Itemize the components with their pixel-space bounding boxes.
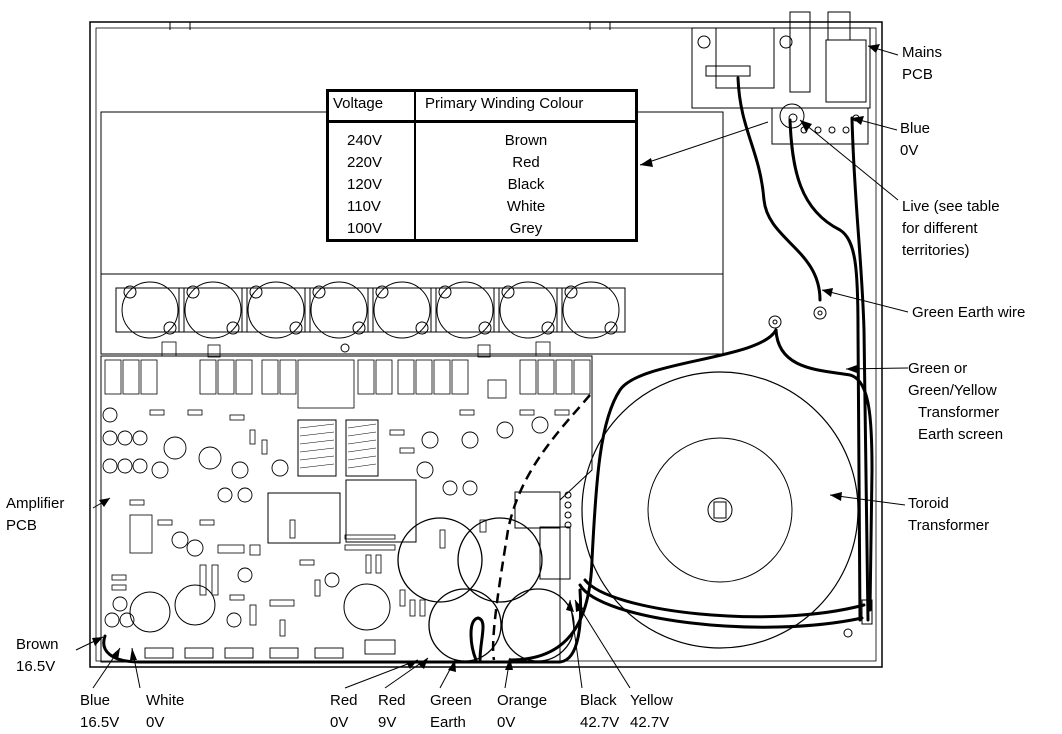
label-yellow-42v7: Yellow 42.7V <box>630 690 673 734</box>
label-toroid: Toroid Transformer <box>908 493 989 537</box>
brown-wire <box>788 118 862 622</box>
winding-colour-table: Voltage Primary Winding Colour 240V 220V… <box>326 89 638 242</box>
label-line: for different <box>902 220 978 237</box>
label-line: Transformer <box>918 404 1000 421</box>
label-line: Green/Yellow <box>908 382 997 399</box>
label-line: PCB <box>902 66 933 83</box>
label-line: Transformer <box>908 517 990 534</box>
label-line: 0V <box>497 714 516 731</box>
table-cell-voltage: 110V <box>347 198 381 215</box>
table-cell-voltage: 120V <box>347 176 383 193</box>
label-line: Green Earth wire <box>912 304 1026 321</box>
label-green-earth: Green Earth <box>430 690 472 734</box>
toroid-transformer <box>581 371 859 649</box>
amplifier-pcb <box>100 341 593 663</box>
label-amplifier-pcb: Amplifier PCB <box>6 493 64 537</box>
table-divider <box>414 92 416 239</box>
label-earth-screen: Green or Green/Yellow Transformer Earth … <box>908 358 1003 446</box>
label-line: territories) <box>902 242 970 259</box>
dashed-earth-wire <box>491 394 591 661</box>
label-orange-0v: Orange 0V <box>497 690 547 734</box>
power-transistors <box>115 281 626 339</box>
label-line: White <box>146 692 185 709</box>
label-line: Earth screen <box>918 426 1004 443</box>
label-line: 42.7V <box>630 714 670 731</box>
table-header-colour: Primary Winding Colour <box>425 95 584 112</box>
table-header-voltage: Voltage <box>333 95 384 112</box>
label-green-earth-wire: Green Earth wire <box>912 302 1025 324</box>
label-line: PCB <box>6 517 37 534</box>
label-line: 16.5V <box>80 714 120 731</box>
table-cell-voltage: 220V <box>347 154 383 171</box>
table-cell-colour: Brown <box>504 132 548 149</box>
label-line: Brown <box>16 636 59 653</box>
label-line: Toroid <box>908 495 949 512</box>
label-line: 0V <box>330 714 349 731</box>
live-wire <box>736 76 822 302</box>
table-cell-colour: White <box>506 198 546 215</box>
label-line: Red <box>378 692 406 709</box>
label-brown-16v5: Brown 16.5V <box>16 634 59 678</box>
label-line: Live (see table <box>902 198 1000 215</box>
label-blue-0v: Blue 0V <box>900 118 930 162</box>
label-line: Black <box>580 692 617 709</box>
reservoir-capacitors <box>397 517 575 662</box>
label-line: Mains <box>902 44 943 61</box>
label-line: Green <box>430 692 472 709</box>
label-line: Amplifier <box>6 495 65 512</box>
label-line: 9V <box>378 714 397 731</box>
table-header-row <box>329 92 635 123</box>
secondary-wires <box>508 328 778 662</box>
label-line: Yellow <box>630 692 673 709</box>
blue-wire <box>850 116 870 622</box>
label-line: Orange <box>497 692 548 709</box>
label-red-0v: Red 0V <box>330 690 358 734</box>
table-cell-colour: Grey <box>509 220 543 237</box>
label-mains-pcb: Mains PCB <box>902 42 942 86</box>
earth-screen-wire <box>774 328 874 612</box>
label-line: Earth <box>430 714 466 731</box>
label-white-0v: White 0V <box>146 690 184 734</box>
table-cell-voltage: 240V <box>347 132 383 149</box>
label-line: Blue <box>80 692 111 709</box>
label-line: 16.5V <box>16 658 56 675</box>
table-cell-voltage: 100V <box>347 220 383 237</box>
label-line: 42.7V <box>580 714 620 731</box>
label-red-9v: Red 9V <box>378 690 406 734</box>
voltage-column: 240V 220V 120V 110V 100V <box>347 130 407 240</box>
table-cell-colour: Red <box>512 154 540 171</box>
table-cell-colour: Black <box>507 176 545 193</box>
label-blue-16v5: Blue 16.5V <box>80 690 119 734</box>
mains-pcb <box>691 11 871 145</box>
label-line: Red <box>330 692 358 709</box>
label-live: Live (see table for different territorie… <box>902 196 1000 262</box>
label-line: 0V <box>900 142 919 159</box>
label-line: Blue <box>900 120 931 137</box>
label-line: Green or <box>908 360 968 377</box>
colour-column: Brown Red Black White Grey <box>417 130 635 240</box>
label-black-42v7: Black 42.7V <box>580 690 619 734</box>
chassis-outline <box>89 21 883 668</box>
label-line: 0V <box>146 714 165 731</box>
